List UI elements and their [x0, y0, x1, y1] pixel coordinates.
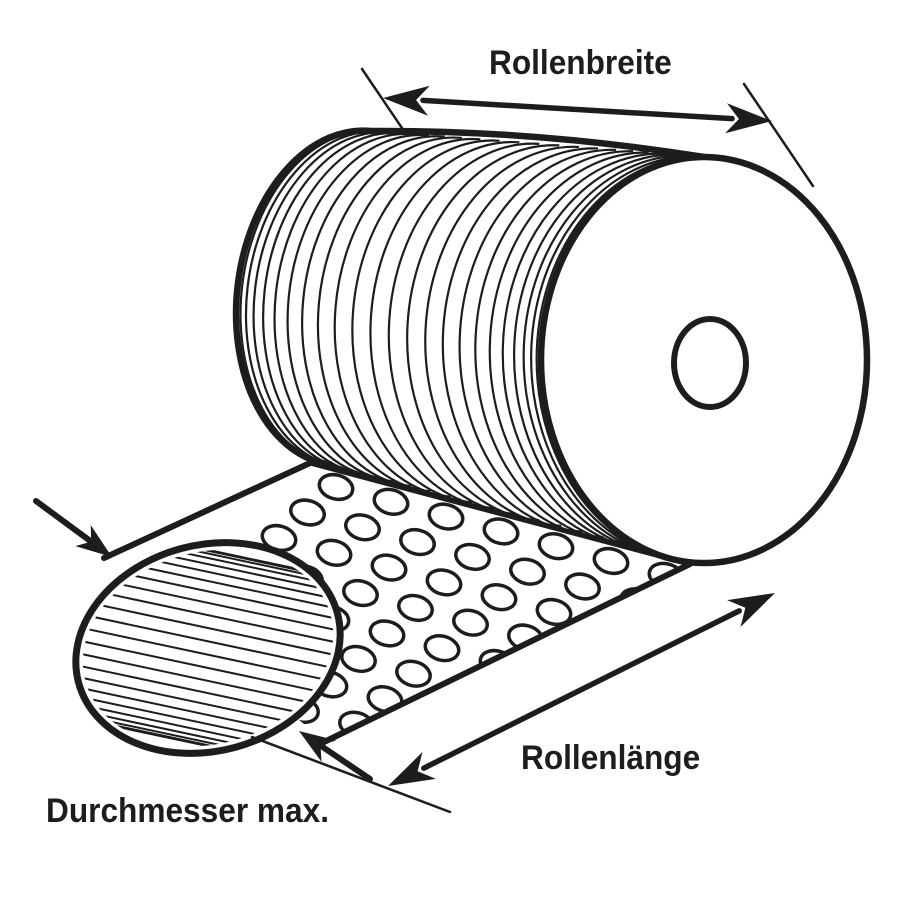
winding-arc: [501, 152, 663, 552]
roll-width-arrowhead-right: [725, 103, 772, 134]
winding-arc: [252, 131, 392, 472]
bubble: [592, 546, 630, 576]
bubble: [395, 659, 432, 688]
bubble: [452, 608, 489, 637]
winding-arc: [301, 135, 445, 488]
diameter-extension-line: [250, 735, 452, 814]
diameter-arrow-top-shaft: [33, 498, 95, 545]
bubble: [672, 667, 686, 697]
winding-arc: [522, 154, 686, 559]
hatch-line: [60, 632, 356, 702]
bubble: [397, 593, 434, 623]
label-diameter-max: Durchmesser max.: [46, 792, 329, 830]
hatch-line: [60, 620, 356, 689]
diameter-arrowhead-top: [75, 525, 112, 557]
bubble: [454, 542, 491, 572]
winding-arc: [239, 129, 378, 468]
sheet-far-edge: [101, 460, 313, 561]
bubble: [315, 538, 353, 567]
winding-arc: [406, 144, 560, 522]
bubble: [482, 517, 520, 546]
winding-arc: [474, 150, 634, 544]
hatch-line: [60, 607, 356, 676]
roll-width-extension-tick-left: [360, 67, 406, 133]
winding-arc: [262, 131, 403, 475]
winding-arc: [441, 147, 599, 533]
bubble: [480, 583, 518, 612]
bubble: [560, 703, 597, 733]
dimension-annotations: [33, 67, 815, 814]
bubble: [368, 619, 406, 648]
roll-length-dimension-shaft: [421, 608, 742, 771]
label-roll-length: Rollenlänge: [521, 739, 701, 777]
bubble: [340, 644, 377, 674]
bubble: [537, 532, 575, 561]
roll-width-arrowhead-left: [383, 85, 430, 116]
bubble: [399, 527, 436, 557]
bubble: [564, 572, 601, 601]
winding-arc: [530, 155, 694, 561]
winding-arc: [273, 132, 415, 479]
bubble: [342, 578, 379, 608]
bubble: [317, 472, 355, 502]
bubble: [535, 597, 573, 627]
winding-arc: [286, 133, 430, 483]
bubble: [423, 634, 461, 663]
diameter-arrow-bottom-shaft: [317, 742, 373, 782]
roll-length-arrowhead-upper: [727, 593, 775, 627]
bubble: [699, 640, 738, 672]
bubble: [372, 487, 410, 516]
bubble: [421, 699, 459, 729]
winding-arc: [424, 145, 579, 528]
bubble: [370, 553, 408, 582]
roll-width-extension-tick-right: [742, 82, 815, 188]
bubble: [393, 725, 430, 740]
roll-windings: [232, 127, 705, 565]
winding-arc: [387, 142, 540, 516]
winding-arc: [244, 130, 384, 470]
label-roll-width: Rollenbreite: [489, 44, 672, 82]
winding-arc: [488, 151, 649, 548]
bubble: [509, 557, 546, 586]
bubble: [590, 612, 628, 641]
winding-arc: [316, 136, 463, 493]
hatch-line: [60, 594, 356, 664]
bubble: [344, 513, 381, 542]
winding-arc: [458, 148, 617, 539]
bubble: [289, 498, 326, 527]
sheet-near-edge: [319, 561, 693, 746]
winding-arc: [351, 139, 500, 504]
roll-length-arrowhead-lower: [388, 752, 436, 786]
sheet-nip-edge: [307, 460, 693, 567]
bubble: [427, 502, 465, 531]
winding-arc: [232, 127, 373, 468]
winding-arc: [369, 140, 520, 510]
diameter-arrowhead-bottom: [299, 731, 337, 762]
roll-core: [671, 316, 749, 410]
roll-width-dimension-shaft: [420, 97, 735, 122]
bubble: [562, 638, 599, 667]
roll-top-silhouette: [368, 127, 708, 161]
bubble: [425, 568, 463, 597]
winding-arc: [333, 137, 481, 498]
bubble: [643, 693, 681, 722]
winding-arc: [513, 153, 676, 556]
bubble: [533, 663, 571, 692]
